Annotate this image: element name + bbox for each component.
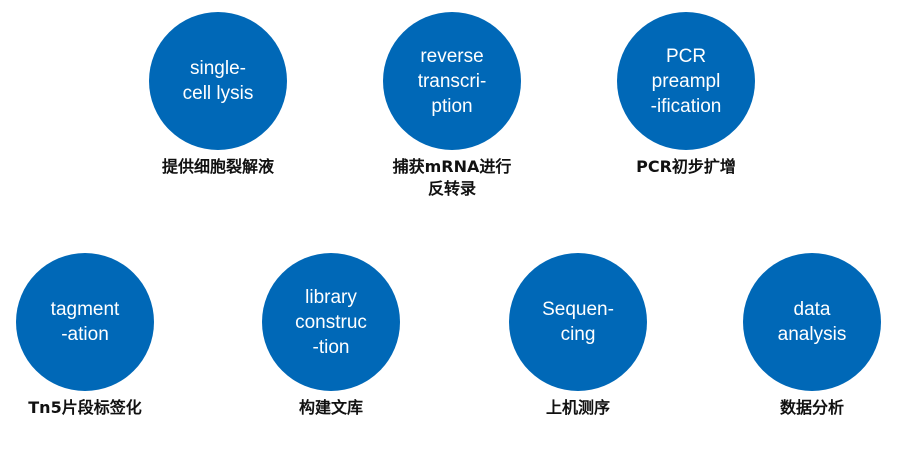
step-caption-line: 构建文库 <box>298 398 363 417</box>
step-caption-line: 提供细胞裂解液 <box>161 157 274 176</box>
step-caption-line: Tn5片段标签化 <box>28 398 142 417</box>
step-circle: Sequen- cing <box>509 253 647 391</box>
step-label-line: data <box>793 299 831 320</box>
step-label-line: reverse <box>420 45 484 67</box>
step-caption-line: 捕获mRNA进行 <box>392 157 512 176</box>
step-label-line: -ation <box>61 324 109 345</box>
step-caption: 提供细胞裂解液 <box>128 156 308 178</box>
step-caption-line: PCR初步扩增 <box>636 157 736 176</box>
step-caption: Tn5片段标签化 <box>0 397 175 419</box>
step-caption: 上机测序 <box>488 397 668 419</box>
step-single-cell-lysis: single- cell lysis 提供细胞裂解液 <box>128 12 308 178</box>
step-caption: 数据分析 <box>722 397 900 419</box>
step-label-line: -tion <box>312 336 350 358</box>
step-label-line: transcri- <box>417 70 487 92</box>
step-caption: 构建文库 <box>241 397 421 419</box>
step-label-line: preampl <box>651 70 721 92</box>
step-label-line: -ification <box>650 95 722 117</box>
step-circle: single- cell lysis <box>149 12 287 150</box>
step-circle: PCR preampl -ification <box>617 12 755 150</box>
step-pcr-preamplification: PCR preampl -ification PCR初步扩增 <box>596 12 776 178</box>
step-label-line: cing <box>560 324 596 345</box>
step-label-line: single- <box>190 58 246 79</box>
step-sequencing: Sequen- cing 上机测序 <box>488 253 668 419</box>
step-label-line: library <box>305 286 357 308</box>
step-label-line: PCR <box>665 45 707 67</box>
step-caption-line: 反转录 <box>427 179 476 198</box>
step-library-construction: library construc -tion 构建文库 <box>241 253 421 419</box>
step-label-line: construc <box>295 311 367 333</box>
step-label-line: cell lysis <box>182 83 254 104</box>
step-caption: 捕获mRNA进行 反转录 <box>362 156 542 200</box>
step-label-line: ption <box>431 95 473 117</box>
step-label-line: tagment <box>50 299 120 320</box>
step-circle: library construc -tion <box>262 253 400 391</box>
step-label-line: Sequen- <box>542 299 614 320</box>
step-caption: PCR初步扩增 <box>596 156 776 178</box>
step-circle: tagment -ation <box>16 253 154 391</box>
step-circle: data analysis <box>743 253 881 391</box>
step-reverse-transcription: reverse transcri- ption 捕获mRNA进行 反转录 <box>362 12 542 200</box>
step-label-line: analysis <box>777 324 847 345</box>
step-caption-line: 上机测序 <box>545 398 610 417</box>
step-caption-line: 数据分析 <box>779 398 844 417</box>
step-data-analysis: data analysis 数据分析 <box>722 253 900 419</box>
step-tagmentation: tagment -ation Tn5片段标签化 <box>0 253 175 419</box>
step-circle: reverse transcri- ption <box>383 12 521 150</box>
